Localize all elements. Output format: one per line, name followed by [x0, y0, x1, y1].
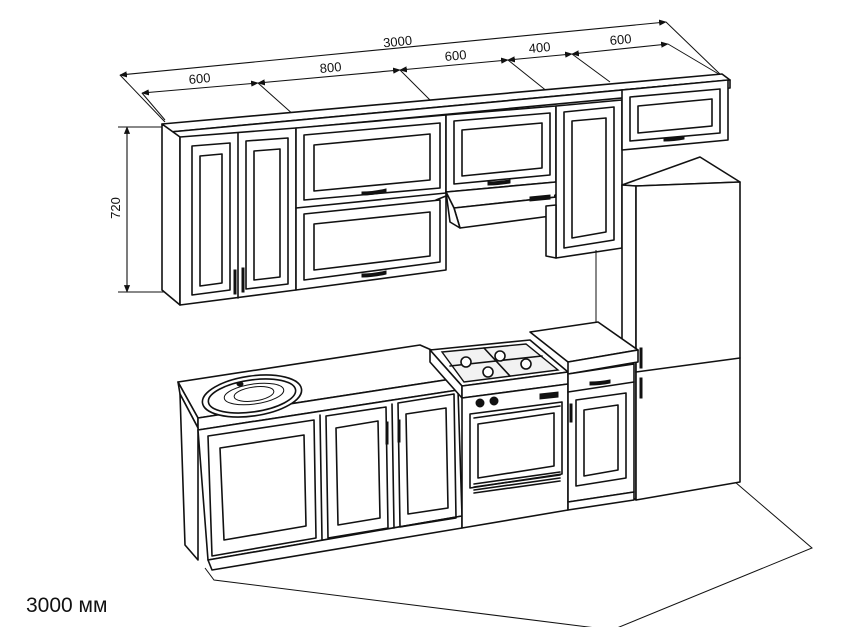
size-caption: 3000 мм	[26, 594, 108, 617]
upper-cabinets	[161, 73, 731, 306]
dim-seg-3: 600	[444, 47, 467, 64]
dim-height: 720	[108, 197, 123, 219]
dim-total: 3000	[382, 33, 412, 51]
dim-seg-4: 400	[528, 39, 551, 56]
dim-seg-1: 600	[188, 70, 211, 87]
gas-stove	[429, 339, 569, 529]
floor-outline	[204, 481, 813, 627]
right-base-cabinet	[529, 321, 639, 511]
dimension-lines	[118, 19, 723, 293]
refrigerator	[621, 156, 741, 501]
stove-vent	[473, 471, 561, 494]
sink	[201, 374, 303, 418]
dim-seg-5: 600	[609, 31, 632, 48]
dim-seg-2: 800	[319, 59, 342, 76]
lower-cabinets	[177, 344, 463, 571]
